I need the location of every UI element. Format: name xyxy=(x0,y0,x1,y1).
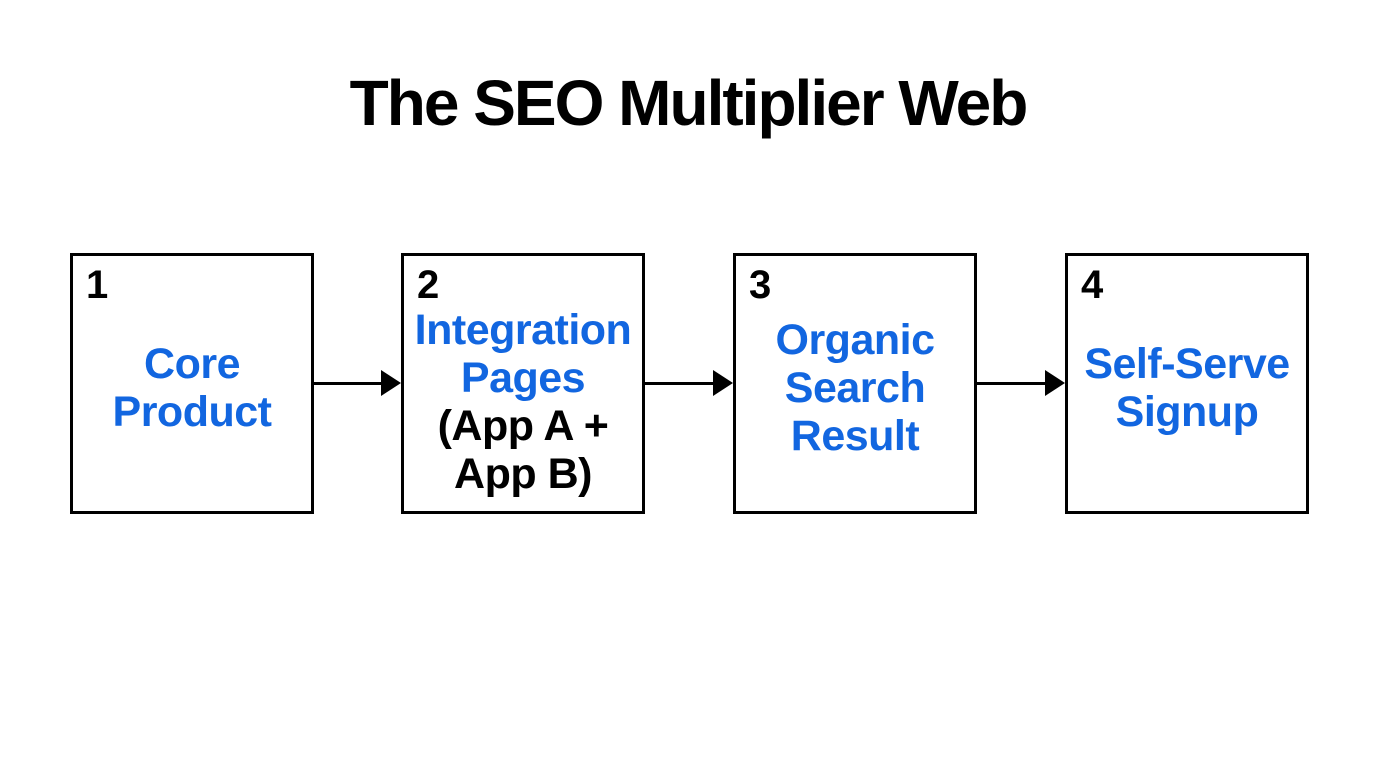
step-label-line: Self-Serve xyxy=(1084,339,1290,388)
flow-arrow-1 xyxy=(313,370,401,396)
step-label-line: Pages xyxy=(460,353,586,402)
step-label-line: Signup xyxy=(1115,387,1259,436)
step-label-line: Integration xyxy=(414,305,632,354)
page-title: The SEO Multiplier Web xyxy=(349,67,1029,139)
step-number: 3 xyxy=(749,263,772,307)
step-label-line: Organic xyxy=(775,315,936,364)
flow-arrow-2 xyxy=(644,370,733,396)
step-label-line: Search xyxy=(784,363,926,412)
flow-arrow-3 xyxy=(976,370,1065,396)
step-label-line: Product xyxy=(112,387,272,436)
arrow-head-icon xyxy=(381,370,401,396)
step-label-line: (App A + xyxy=(437,401,609,450)
arrow-head-icon xyxy=(1045,370,1065,396)
step-label-line: Core xyxy=(144,339,240,388)
step-label-line: App B) xyxy=(454,449,592,498)
step-number: 4 xyxy=(1081,263,1104,307)
arrow-head-icon xyxy=(713,370,733,396)
step-number: 2 xyxy=(417,263,440,307)
step-number: 1 xyxy=(86,263,109,307)
step-label-line: Result xyxy=(790,411,920,460)
